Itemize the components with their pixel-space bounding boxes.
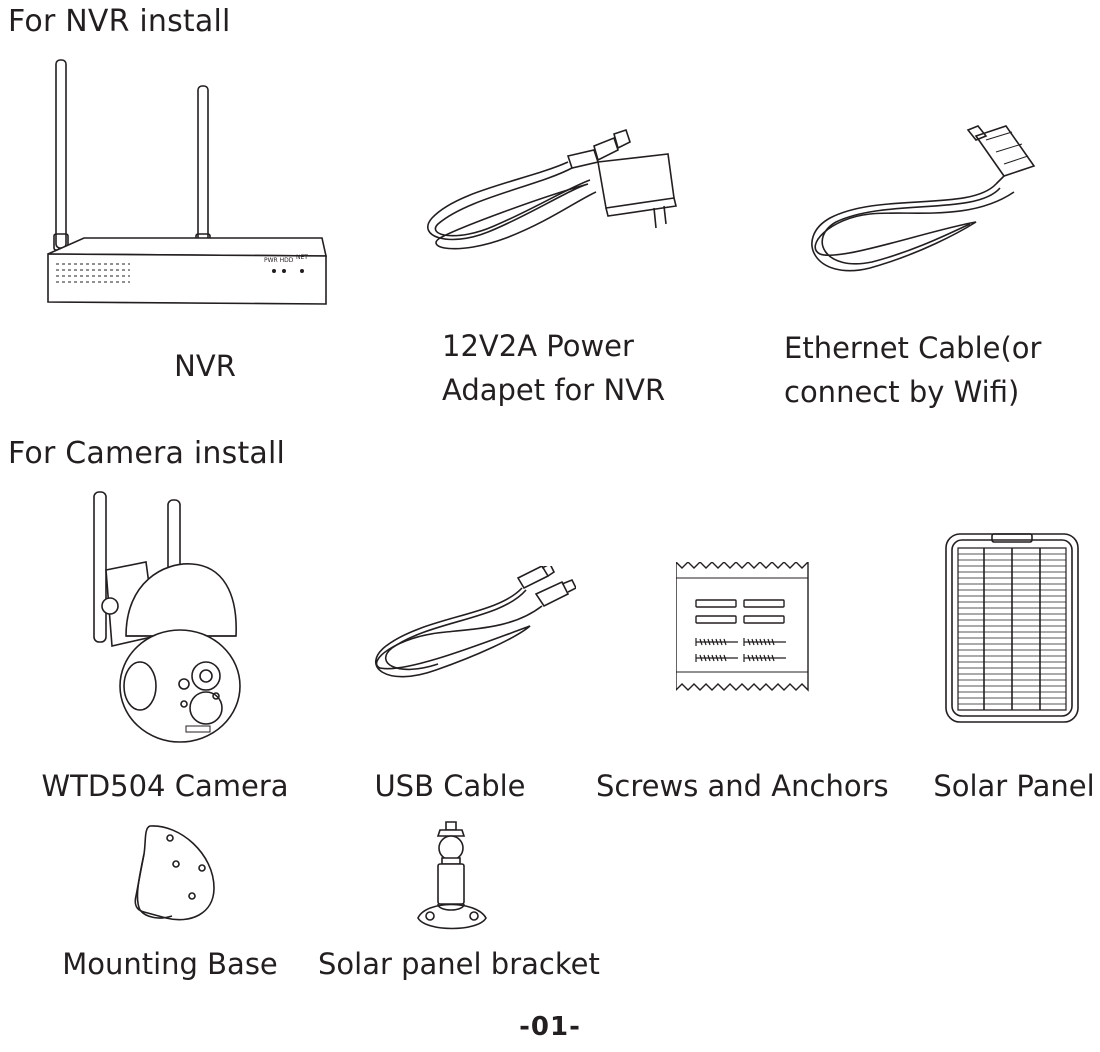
section-title-camera: For Camera install bbox=[8, 436, 286, 471]
mounting-base-illustration bbox=[130, 824, 216, 926]
power-adapter-label-line2: Adapet for NVR bbox=[442, 373, 666, 407]
nvr-led-label: PWR HDD bbox=[264, 257, 294, 264]
screws-illustration bbox=[676, 562, 810, 696]
camera-illustration bbox=[76, 486, 252, 748]
bracket-illustration bbox=[416, 820, 488, 936]
nvr-illustration: PWR HDD NET bbox=[40, 58, 330, 320]
usb-cable-label: USB Cable bbox=[374, 769, 526, 803]
page-number: -01- bbox=[519, 1012, 581, 1042]
ethernet-cable-illustration bbox=[800, 122, 1050, 282]
bracket-label: Solar panel bracket bbox=[318, 947, 600, 981]
usb-cable-illustration bbox=[366, 566, 576, 686]
screws-label: Screws and Anchors bbox=[596, 769, 889, 803]
power-adapter-illustration bbox=[418, 120, 688, 260]
nvr-net-label: NET bbox=[296, 254, 308, 261]
solar-panel-illustration bbox=[944, 532, 1080, 724]
mounting-base-label: Mounting Base bbox=[62, 947, 278, 981]
ethernet-cable-label-line2: connect by Wifi) bbox=[784, 375, 1020, 409]
section-title-nvr: For NVR install bbox=[8, 4, 231, 39]
ethernet-cable-label-line1: Ethernet Cable(or bbox=[784, 331, 1042, 365]
camera-label: WTD504 Camera bbox=[41, 769, 289, 803]
solar-panel-label: Solar Panel bbox=[933, 769, 1095, 803]
nvr-label: NVR bbox=[174, 349, 236, 383]
power-adapter-label-line1: 12V2A Power bbox=[442, 329, 634, 363]
